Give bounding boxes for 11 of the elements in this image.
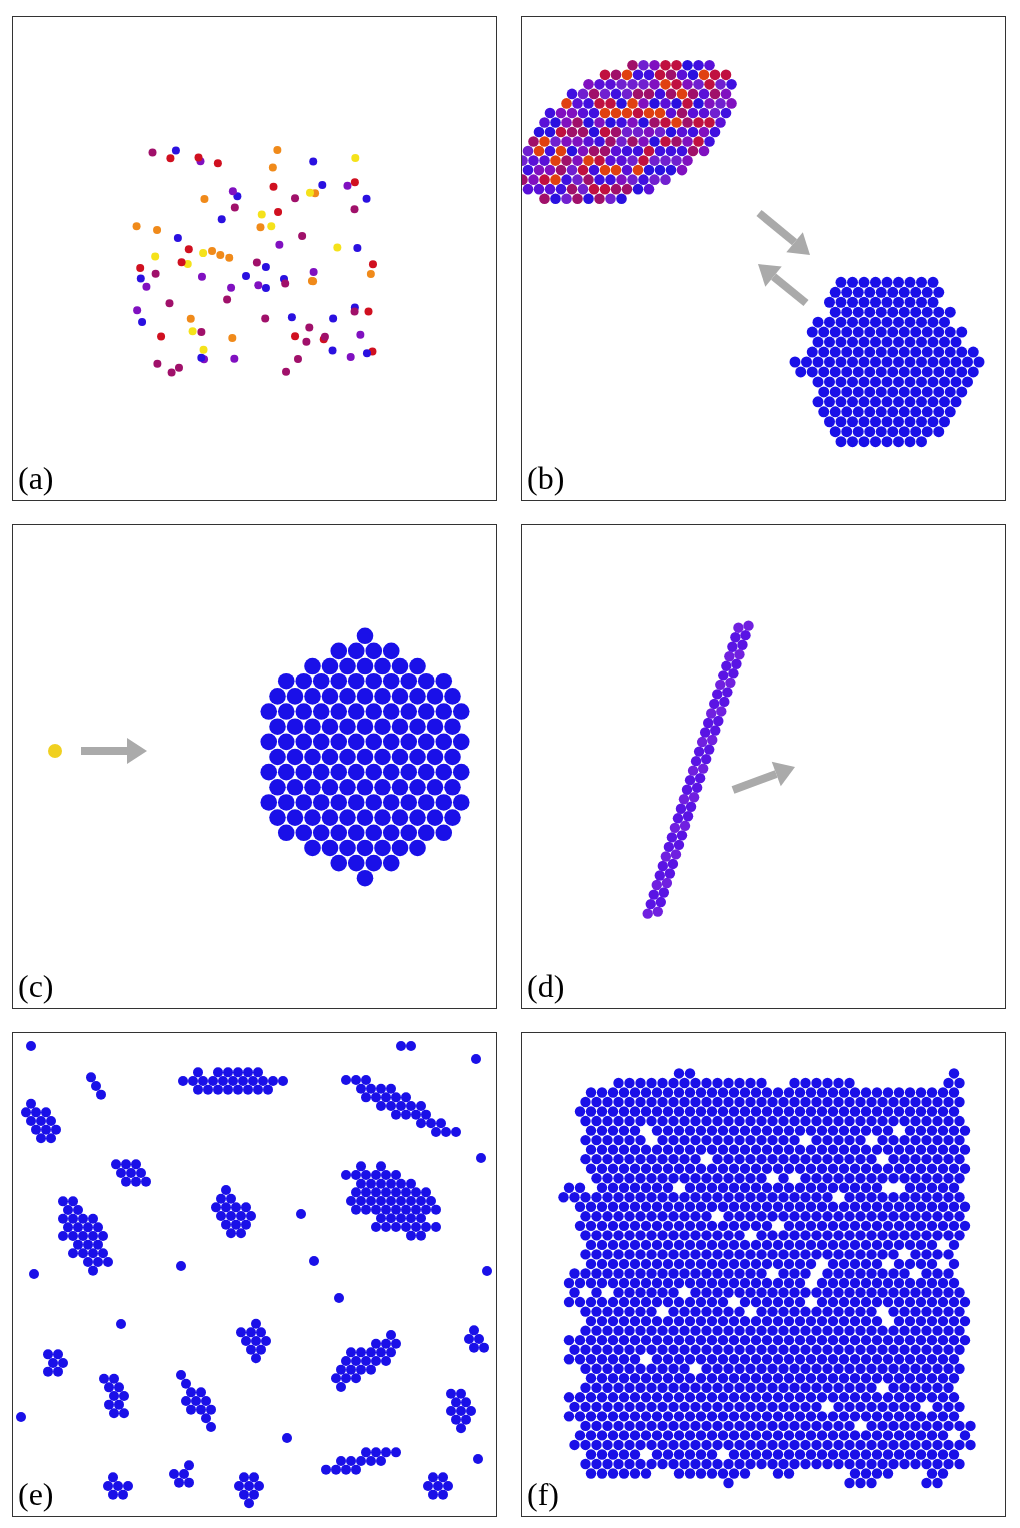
panel-frame bbox=[12, 16, 497, 501]
panel-label: (e) bbox=[18, 1478, 54, 1510]
panel-label: (f) bbox=[527, 1478, 559, 1510]
panel-frame bbox=[521, 1032, 1006, 1517]
panel-frame bbox=[12, 524, 497, 1009]
panel-label: (a) bbox=[18, 462, 54, 494]
panel-label: (b) bbox=[527, 462, 565, 494]
panel-label: (c) bbox=[18, 970, 54, 1002]
panel-frame bbox=[521, 524, 1006, 1009]
panel-frame bbox=[521, 16, 1006, 501]
panel-label: (d) bbox=[527, 970, 565, 1002]
